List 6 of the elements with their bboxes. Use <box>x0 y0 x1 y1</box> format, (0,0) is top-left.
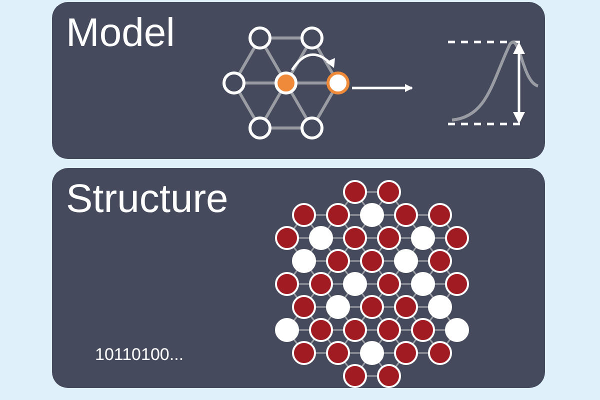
panel <box>52 2 545 159</box>
arrow <box>352 84 413 92</box>
panel <box>52 168 545 388</box>
binary-string: 10110100... <box>95 345 184 365</box>
panel-title: Structure <box>66 176 228 222</box>
panel-title: Model <box>66 10 175 56</box>
